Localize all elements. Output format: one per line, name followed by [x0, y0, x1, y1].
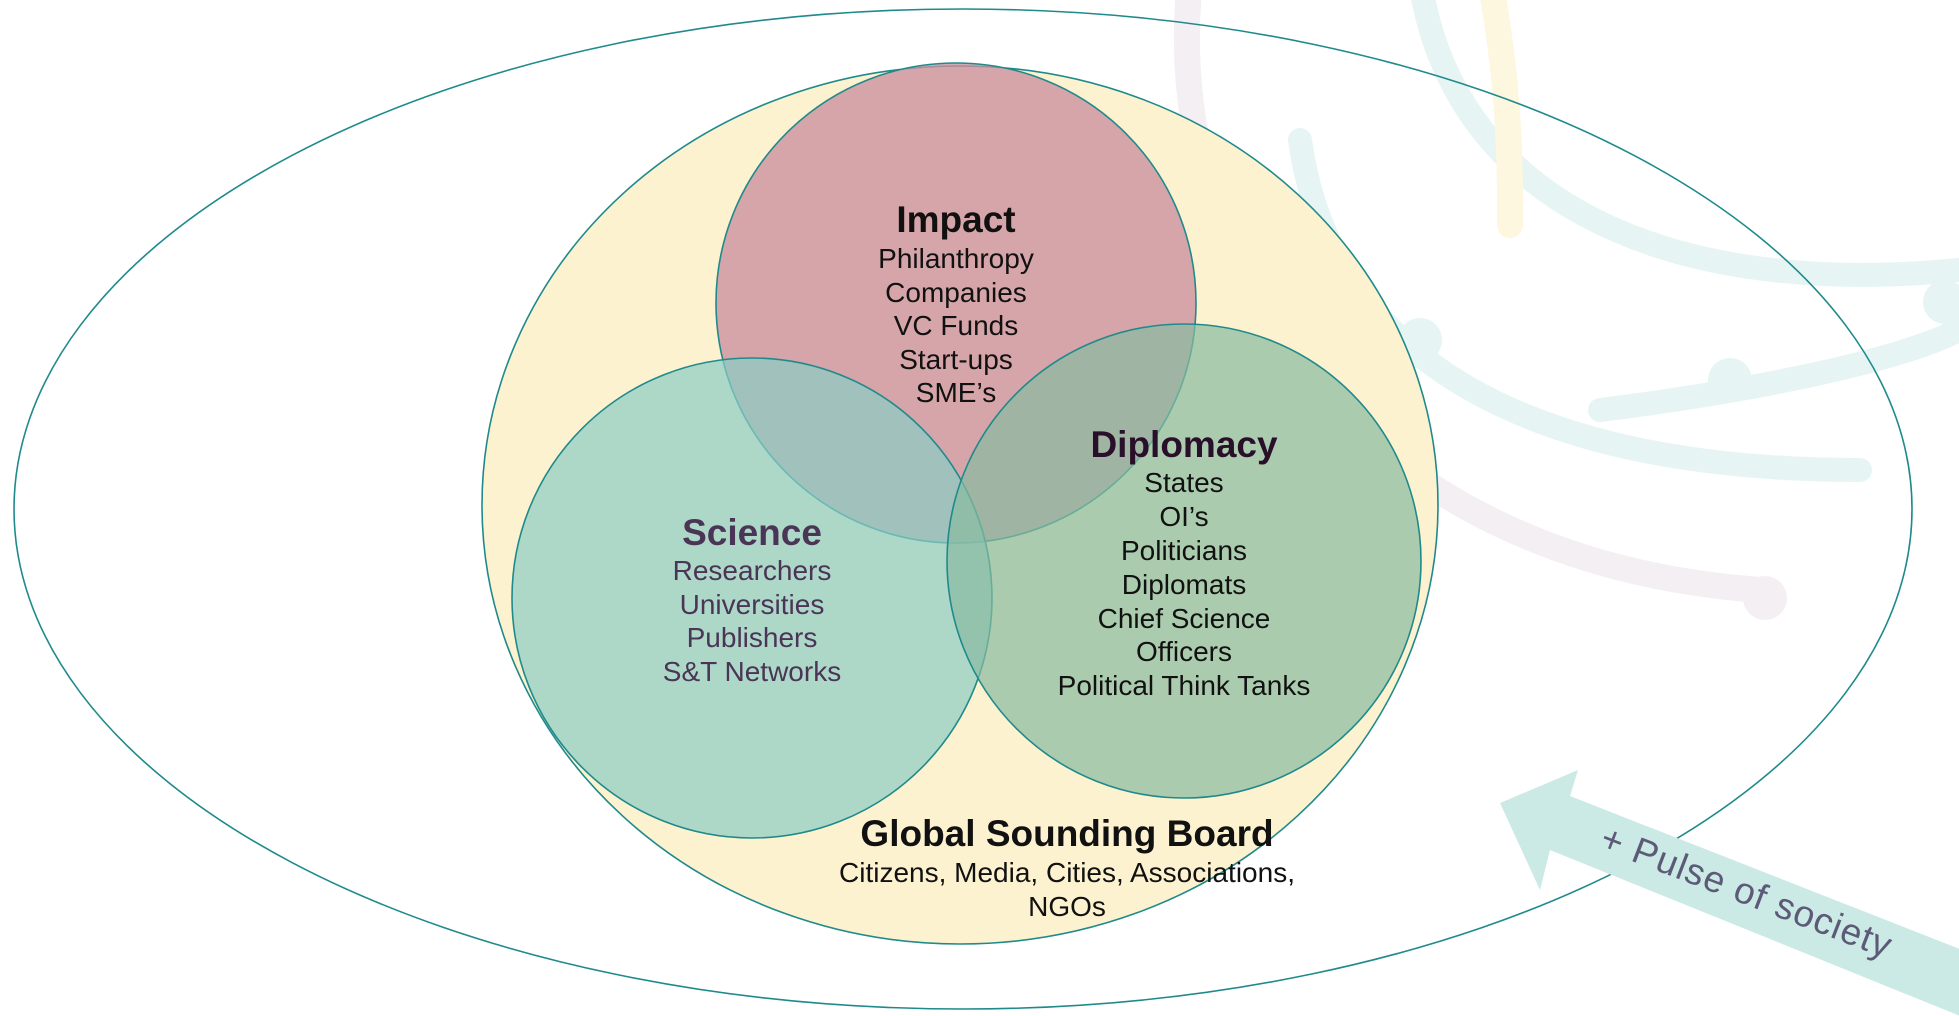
decor-dot-5	[1923, 280, 1959, 324]
impact-item: Philanthropy	[878, 243, 1034, 274]
diplomacy-group: Diplomacy States OI’s Politicians Diplom…	[1058, 424, 1311, 701]
diplomacy-item: OI’s	[1159, 501, 1208, 532]
pulse-label: + Pulse of society	[1595, 817, 1898, 966]
impact-item: VC Funds	[894, 310, 1019, 341]
diplomacy-item: Politicians	[1121, 535, 1247, 566]
diplomacy-item: Chief Science	[1098, 603, 1271, 634]
diplomacy-item: Officers	[1136, 636, 1232, 667]
diplomacy-item: States	[1144, 467, 1223, 498]
decor-arc-yellow-1	[1480, 0, 1523, 238]
pulse-arrow: + Pulse of society	[1500, 770, 1959, 1016]
impact-item: Start-ups	[899, 344, 1013, 375]
decor-dot-4	[1743, 576, 1787, 620]
decor-arc-teal-2	[1411, 0, 1959, 287]
impact-item: Companies	[885, 277, 1027, 308]
sounding-board-line: NGOs	[1028, 891, 1106, 922]
diplomacy-circle	[946, 323, 1422, 799]
diplomacy-item: Political Think Tanks	[1058, 670, 1311, 701]
sounding-board-group: Global Sounding Board Citizens, Media, C…	[839, 813, 1295, 922]
science-item: Universities	[680, 589, 825, 620]
diplomacy-item: Diplomats	[1122, 569, 1246, 600]
sounding-board-heading: Global Sounding Board	[860, 813, 1273, 854]
science-item: Researchers	[673, 555, 832, 586]
decor-dot-2	[1398, 318, 1442, 362]
science-group: Science Researchers Universities Publish…	[663, 512, 841, 687]
decor-dot-3	[1708, 358, 1752, 402]
impact-heading: Impact	[896, 199, 1015, 240]
science-heading: Science	[682, 512, 822, 553]
impact-item: SME’s	[916, 377, 996, 408]
sounding-board-line: Citizens, Media, Cities, Associations,	[839, 857, 1295, 888]
arrow-icon	[1500, 770, 1959, 1016]
decor-arc-teal-3	[1588, 318, 1959, 422]
diplomacy-heading: Diplomacy	[1090, 424, 1278, 465]
impact-group: Impact Philanthropy Companies VC Funds S…	[878, 199, 1034, 408]
science-item: S&T Networks	[663, 656, 841, 687]
science-item: Publishers	[687, 622, 818, 653]
society-ellipse	[13, 8, 1913, 1010]
